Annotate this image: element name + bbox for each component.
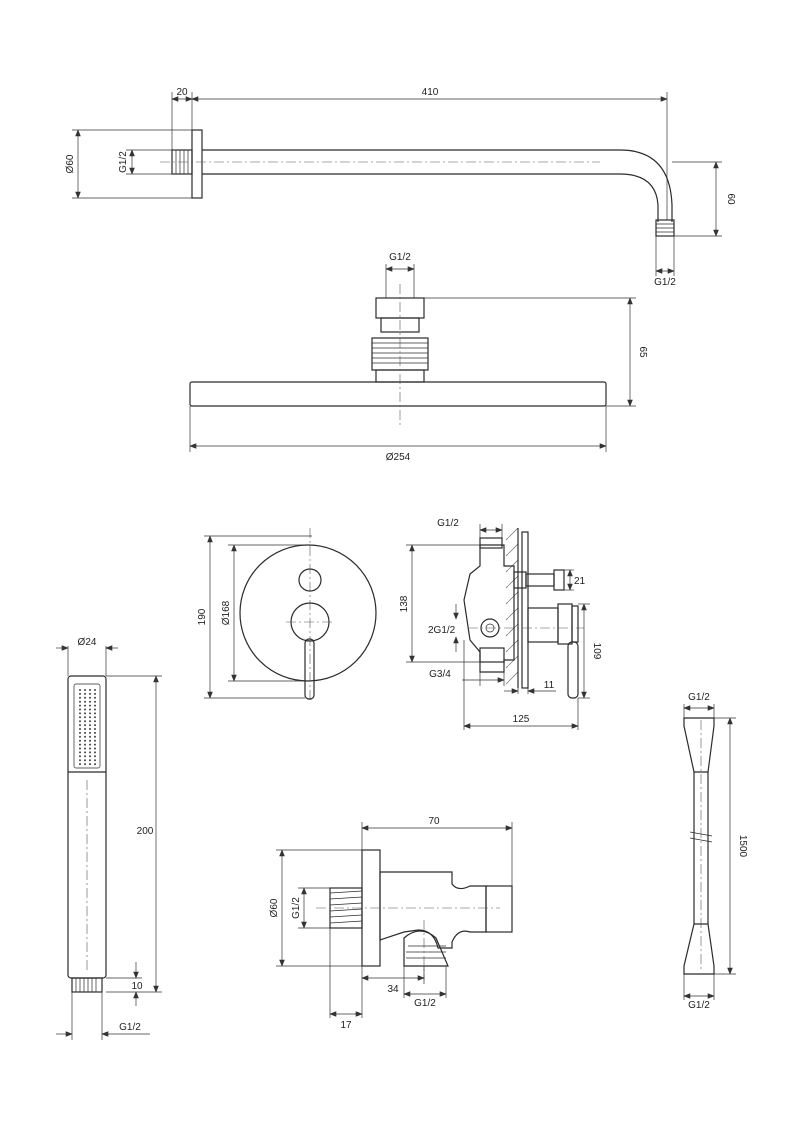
- side-right-thread: 21: [574, 576, 586, 587]
- arm-pipe-top: [202, 149, 673, 222]
- side-right-nut: [553, 569, 565, 591]
- shower-hose: G1/2 1500 G1/2: [683, 692, 748, 1011]
- wall-hatch: [505, 527, 519, 685]
- hand-shower-thread-dim: G1/2: [119, 1022, 141, 1033]
- shower-arm: 20 410 Ø60 G1/2 60 G1/2: [65, 87, 736, 288]
- outlet-holder: [485, 885, 513, 933]
- hand-shower-dia: Ø24: [78, 637, 97, 648]
- arm-flange-dia: Ø60: [65, 154, 76, 173]
- head-neck: [380, 317, 420, 333]
- outlet-body: [379, 871, 487, 949]
- outlet-wall-thread-dim: G1/2: [291, 897, 302, 919]
- mixer-lever: [304, 638, 315, 700]
- arm-wall-dim: 20: [176, 87, 188, 98]
- mixer-plate: [239, 544, 377, 682]
- hand-shower: Ø24 200 10 G1/2: [56, 637, 162, 1040]
- hand-shower-length: 200: [137, 826, 154, 837]
- outlet-thread-dim: G1/2: [414, 998, 436, 1009]
- outlet-flange-dia: Ø60: [269, 898, 280, 917]
- head-height-dim: 65: [637, 346, 648, 358]
- hose-top-cone: [683, 717, 715, 773]
- hand-shower-thread: [71, 977, 103, 993]
- mixer-side: G1/2 138 21 2G1/2 109 G3/4 11: [399, 518, 602, 730]
- arm-outlet-thread-dim: G1/2: [654, 277, 676, 288]
- side-top-thread: G1/2: [437, 518, 459, 529]
- side-handle-hub: [557, 603, 573, 645]
- side-bottom-thread: G3/4: [429, 669, 451, 680]
- side-plate-offset: 11: [544, 680, 555, 691]
- wall-outlet: 70 Ø60 G1/2 34 G1/2 17: [269, 816, 513, 1031]
- outlet-depth-dim: 17: [340, 1020, 352, 1031]
- side-bottom-port: [479, 647, 505, 663]
- nozzle-grid: [79, 689, 96, 766]
- side-lever: [567, 641, 579, 699]
- head-plate: [189, 381, 607, 407]
- hose-length-dim: 1500: [737, 835, 748, 858]
- hose-bottom-thread: G1/2: [688, 1000, 710, 1011]
- side-cover-plate: [521, 531, 529, 689]
- side-body: [463, 544, 515, 673]
- side-2g-thread: 2G1/2: [428, 625, 456, 636]
- mixer-plate-dia: Ø168: [221, 600, 232, 625]
- side-right-nipple: [525, 573, 555, 587]
- head-thread-dim: G1/2: [389, 252, 411, 263]
- side-depth-dim: 125: [513, 714, 530, 725]
- arm-pipe-bottom: [202, 173, 659, 222]
- outlet-offset-dim: 34: [387, 984, 399, 995]
- arm-length-dim: 410: [422, 87, 439, 98]
- side-right-port: [513, 571, 527, 589]
- arm-wall-thread: G1/2: [118, 151, 129, 173]
- mixer-height-dim: 190: [197, 608, 208, 625]
- side-handle-cap: [571, 605, 579, 643]
- outlet-length-dim: 70: [428, 816, 440, 827]
- arm-wall-flange: [191, 129, 203, 199]
- hose-bottom-cone: [683, 923, 715, 975]
- head-diameter-dim: Ø254: [386, 452, 411, 463]
- mixer-front: 190 Ø168: [197, 528, 377, 700]
- hand-shower-thread-len: 10: [131, 981, 143, 992]
- arm-drop-dim: 60: [725, 193, 736, 205]
- hose-top-thread: G1/2: [688, 692, 710, 703]
- outlet-hose-port: [403, 930, 449, 967]
- side-spindle: [527, 607, 559, 643]
- side-handle-height: 109: [591, 643, 602, 660]
- side-height-dim: 138: [399, 595, 410, 612]
- side-top-port: [479, 537, 503, 549]
- head-shower: G1/2 65 Ø254: [189, 252, 648, 463]
